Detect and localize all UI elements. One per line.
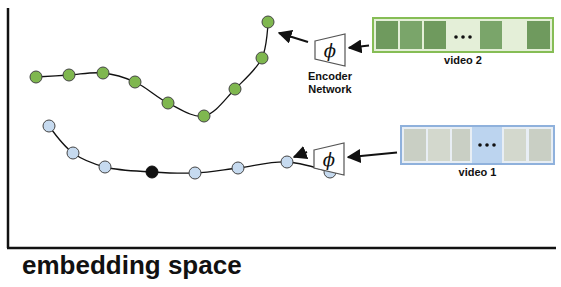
encoder-network: ϕEncoder Network — [314, 33, 346, 67]
embedding-dot — [198, 110, 210, 122]
embedding-dot — [30, 71, 42, 83]
video-strip: video 2 — [372, 17, 554, 53]
embedding-dot — [189, 167, 201, 179]
encoder-output-arrows — [279, 33, 308, 157]
embedding-dot — [232, 162, 244, 174]
embedding-dot — [99, 161, 111, 173]
embedding-dot — [256, 52, 268, 64]
trajectory-curve — [36, 22, 268, 116]
embedding-dot — [281, 156, 293, 168]
input-arrow — [348, 153, 397, 158]
embedding-points — [30, 16, 274, 122]
encoder-symbol: ϕ — [314, 33, 346, 67]
embedding-dot — [97, 67, 109, 79]
video-caption: video 1 — [459, 166, 497, 179]
embedding-dot — [162, 97, 174, 109]
encoder-caption: Encoder Network — [302, 70, 358, 96]
embedding-dot — [229, 83, 241, 95]
embedding-dot — [262, 16, 274, 28]
embedding-dot — [63, 69, 75, 81]
encoder-network: ϕ — [313, 142, 345, 176]
video-strip: video 1 — [400, 125, 555, 165]
trajectory-curve — [49, 126, 330, 173]
embedding-points — [43, 120, 336, 179]
axis-label: embedding space — [22, 250, 242, 281]
embedding-dot — [146, 166, 158, 178]
embedding-dot — [67, 147, 79, 159]
encoder-symbol: ϕ — [313, 142, 345, 176]
input-arrow — [349, 46, 369, 48]
video-caption: video 2 — [444, 54, 482, 67]
axes — [7, 8, 556, 248]
embedding-dot — [129, 76, 141, 88]
embedding-dot — [43, 120, 55, 132]
